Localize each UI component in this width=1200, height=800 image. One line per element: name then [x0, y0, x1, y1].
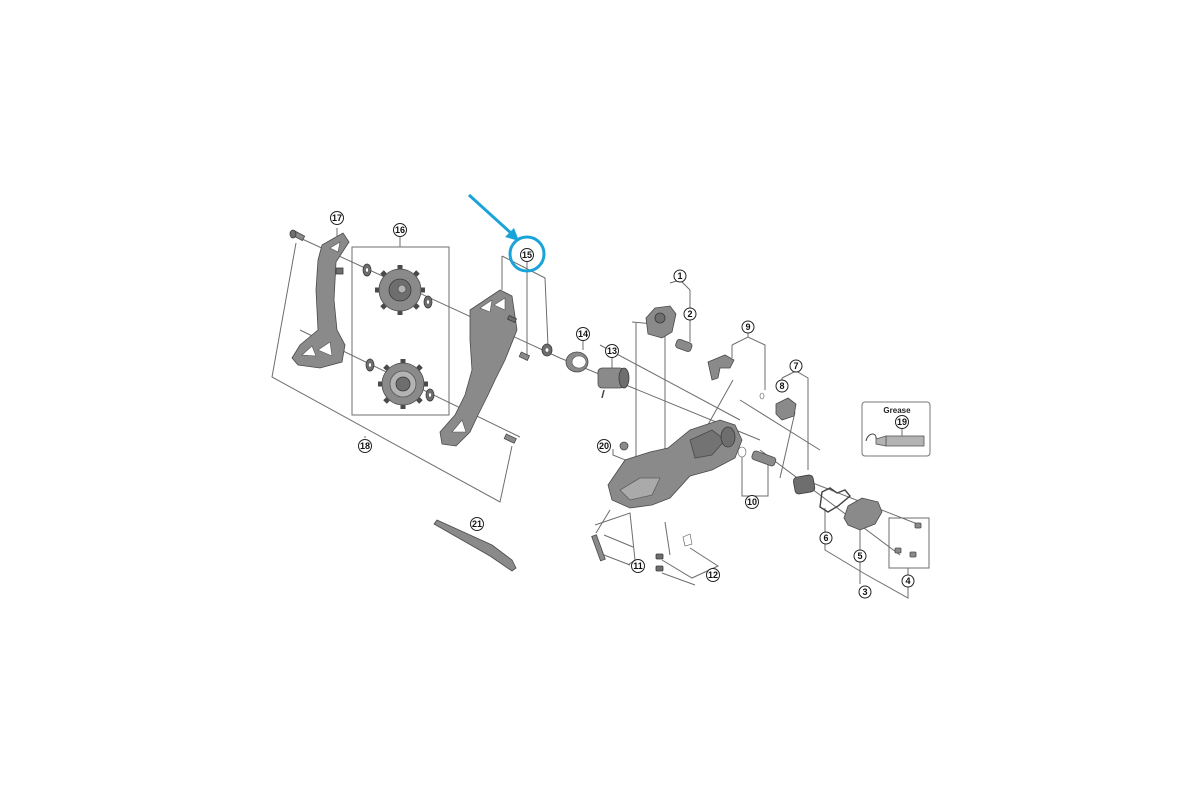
svg-text:12: 12: [708, 570, 718, 580]
svg-text:19: 19: [897, 417, 907, 427]
grease-label: Grease: [883, 406, 911, 415]
leader-lines: [271, 228, 931, 599]
svg-text:13: 13: [607, 346, 617, 356]
svg-text:4: 4: [905, 576, 910, 586]
b-axle-unit: [645, 305, 677, 339]
cable-guide: [707, 354, 735, 381]
svg-text:3: 3: [862, 587, 867, 597]
grease-tube: [865, 433, 925, 447]
svg-text:6: 6: [823, 533, 828, 543]
svg-text:9: 9: [745, 322, 750, 332]
callout-18[interactable]: 18: [358, 439, 372, 453]
callout-8[interactable]: 8: [775, 379, 789, 393]
callout-11[interactable]: 11: [631, 559, 645, 573]
svg-text:20: 20: [599, 441, 609, 451]
svg-text:17: 17: [332, 213, 342, 223]
highlight-marker: [467, 193, 546, 273]
arrow-head-icon: [505, 228, 519, 241]
plate-bolt-top: [289, 229, 306, 242]
callout-12[interactable]: 12: [706, 568, 720, 582]
callout-13[interactable]: 13: [605, 344, 619, 358]
svg-text:21: 21: [472, 519, 482, 529]
callout-5[interactable]: 5: [853, 549, 867, 563]
callout-20[interactable]: 20: [597, 439, 611, 453]
part-shapes: [289, 229, 925, 572]
callout-4[interactable]: 4: [901, 574, 915, 588]
callout-3[interactable]: 3: [858, 585, 872, 599]
cover-gasket: [819, 487, 851, 513]
callouts: 1 2 3 4 5 6 7 8 9 10 11 12 13 14 15 16 1…: [330, 211, 915, 599]
highlight-circle: [508, 235, 546, 273]
svg-text:11: 11: [633, 561, 643, 571]
svg-text:8: 8: [779, 381, 784, 391]
svg-text:7: 7: [793, 361, 798, 371]
callout-10[interactable]: 10: [745, 495, 759, 509]
callout-2[interactable]: 2: [683, 307, 697, 321]
outer-plate: [439, 289, 518, 447]
callout-7[interactable]: 7: [789, 359, 803, 373]
svg-text:18: 18: [360, 441, 370, 451]
tool: [433, 519, 517, 572]
callout-14[interactable]: 14: [576, 327, 590, 341]
callout-15[interactable]: 15: [520, 248, 534, 262]
callout-21[interactable]: 21: [470, 517, 484, 531]
callout-6[interactable]: 6: [819, 531, 833, 545]
svg-text:1: 1: [677, 271, 682, 281]
highlight-arrow: [467, 193, 514, 236]
cover: [843, 497, 883, 531]
svg-text:10: 10: [747, 497, 757, 507]
lower-pulley: [378, 359, 428, 409]
upper-pulley: [375, 265, 425, 315]
callout-17[interactable]: 17: [330, 211, 344, 225]
svg-text:5: 5: [857, 551, 862, 561]
inner-plate: [291, 232, 350, 369]
callout-16[interactable]: 16: [393, 223, 407, 237]
tension-spring: [597, 367, 630, 399]
svg-text:15: 15: [522, 250, 532, 260]
svg-text:2: 2: [687, 309, 692, 319]
callout-1[interactable]: 1: [673, 269, 687, 283]
callout-19[interactable]: 19: [895, 415, 909, 429]
svg-text:16: 16: [395, 225, 405, 235]
svg-text:14: 14: [578, 329, 588, 339]
callout-9[interactable]: 9: [741, 320, 755, 334]
